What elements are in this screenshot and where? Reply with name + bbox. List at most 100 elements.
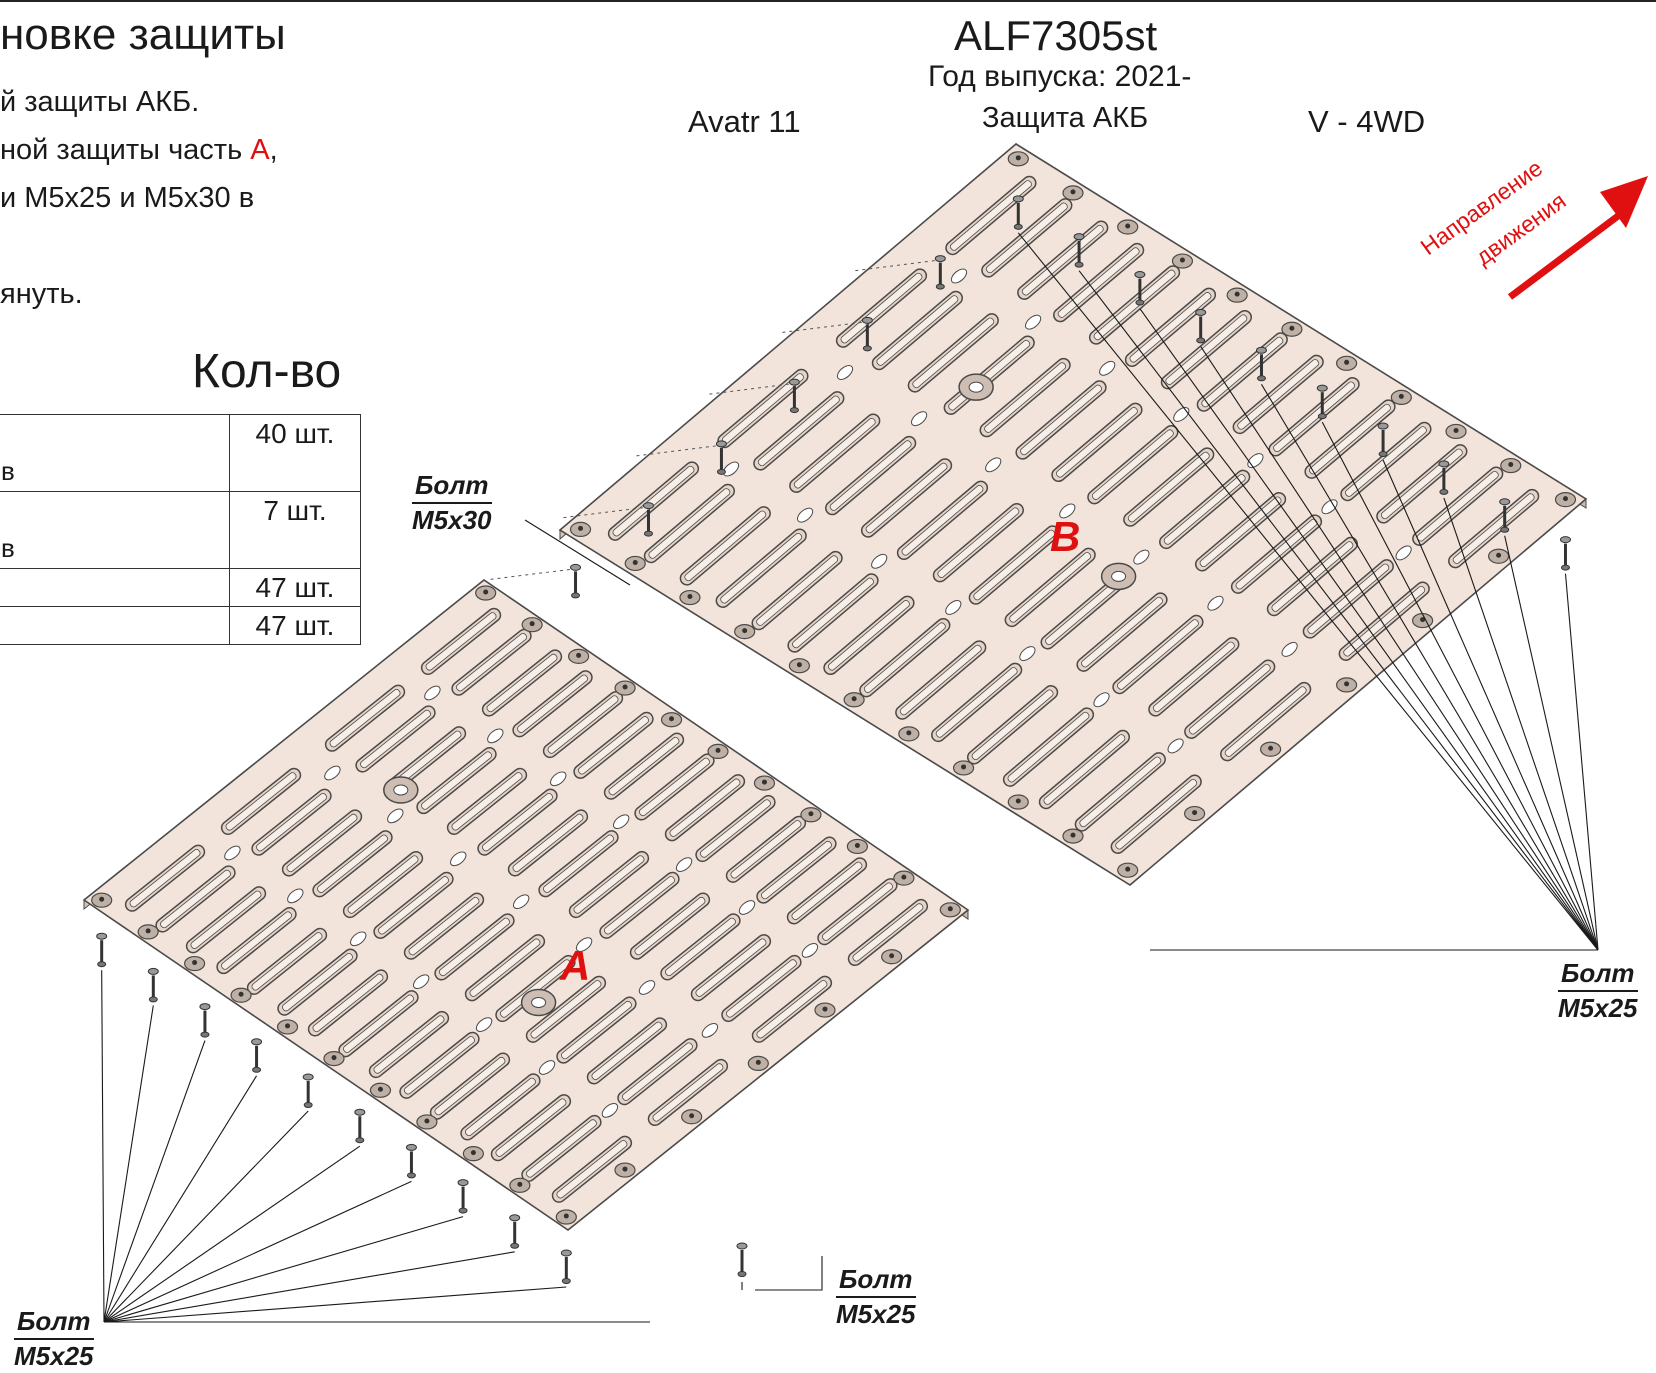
vent-slot: [1448, 488, 1540, 569]
oval-hole: [1059, 503, 1076, 519]
leader-line: [1017, 232, 1599, 951]
oval-hole: [985, 457, 1002, 473]
vent-slot: [647, 1058, 729, 1127]
vent-slot: [373, 871, 454, 939]
arrow-head-icon: [1600, 176, 1648, 228]
oval-hole: [412, 974, 430, 990]
vent-slot: [825, 435, 917, 516]
vent-slot: [896, 480, 989, 561]
vent-slot: [895, 640, 987, 720]
leader-line: [1504, 535, 1599, 951]
vent-slot: [420, 607, 502, 675]
row-label: в: [1, 533, 15, 563]
vent-slot: [307, 969, 389, 1037]
bolt-assembly: [1438, 460, 1450, 495]
vent-slot: [721, 954, 802, 1023]
washer-icon: [354, 1108, 366, 1116]
row-quantity: 47 шт.: [229, 568, 361, 607]
leader-line: [1443, 497, 1599, 951]
bolt-assembly: [147, 967, 159, 1003]
leader-line: [103, 1251, 515, 1323]
oval-hole: [1173, 406, 1190, 422]
washer-icon: [147, 967, 159, 975]
vent-slot: [859, 617, 951, 698]
vent-slot: [907, 313, 999, 393]
vent-slot: [643, 483, 735, 564]
washer-icon: [251, 1038, 263, 1046]
washer-icon: [1255, 346, 1267, 354]
bolt-assembly: [1012, 195, 1024, 230]
instruction-line-1: й защиты АКБ.: [0, 86, 200, 118]
leader-line: [1078, 270, 1599, 951]
bolt-assembly: [1195, 308, 1207, 344]
plate-surface: [82, 579, 970, 1231]
washer-icon: [1559, 536, 1571, 544]
bolt-assembly: [354, 1108, 366, 1144]
bolt-assembly: [642, 502, 654, 537]
oval-hole: [1019, 646, 1036, 662]
bolt-assembly: [1316, 384, 1328, 420]
oval-hole: [512, 894, 530, 910]
washer-icon: [1316, 384, 1328, 392]
bolt-assembly: [1377, 422, 1389, 458]
oval-hole: [1167, 738, 1184, 754]
quantity-row: в 7 шт.: [0, 491, 361, 569]
vent-slot: [477, 788, 558, 856]
vent-slot: [664, 774, 746, 842]
bolt-assembly: [1559, 536, 1571, 571]
vent-slot: [871, 290, 963, 371]
oval-hole: [350, 931, 367, 947]
vent-slot: [586, 1017, 668, 1085]
oval-hole: [601, 1103, 619, 1118]
vent-slot: [751, 975, 833, 1043]
vent-slot: [446, 767, 528, 835]
vent-slot: [1088, 265, 1181, 345]
washer-icon: [1073, 233, 1085, 241]
vent-slot: [342, 850, 424, 919]
part-a-label: A: [559, 942, 590, 989]
bolt-assembly: [1073, 233, 1085, 268]
vent-slot: [725, 815, 807, 883]
vent-slot: [525, 975, 607, 1043]
oval-hole: [801, 943, 819, 958]
row-label: в: [1, 456, 15, 486]
oval-hole: [224, 845, 241, 861]
bolt-assembly: [1499, 498, 1511, 533]
vent-slot: [1159, 469, 1251, 550]
vent-slot: [185, 886, 267, 954]
direction-arrow: [1507, 176, 1648, 300]
leader-line: [103, 1005, 154, 1323]
vent-slot: [1220, 681, 1312, 762]
quantity-row: 47 шт.: [0, 568, 361, 607]
vent-slot: [512, 670, 593, 738]
vent-slot: [538, 830, 619, 898]
vent-slot: [617, 1038, 698, 1106]
vent-slot: [324, 684, 406, 752]
vent-slot: [679, 506, 771, 586]
bolt-assembly: [302, 1073, 314, 1108]
vent-slot: [789, 413, 881, 493]
leader-line: [103, 1075, 258, 1323]
leader-line: [1382, 459, 1599, 951]
oval-hole: [738, 900, 756, 915]
vent-slot: [1123, 447, 1215, 527]
vent-slot: [1230, 514, 1323, 594]
oval-hole: [612, 814, 630, 830]
vent-slot: [1087, 424, 1179, 505]
vent-slot: [1232, 354, 1324, 435]
bolt-assembly: [560, 1249, 572, 1284]
washer-icon: [715, 440, 727, 448]
oval-hole: [1093, 692, 1110, 708]
leader-line: [103, 1216, 464, 1323]
oval-hole: [550, 771, 567, 787]
oval-hole: [424, 685, 441, 701]
vent-slot: [1051, 402, 1143, 483]
oval-hole: [871, 553, 888, 569]
vent-slot: [715, 528, 807, 608]
car-model: Avatr 11: [688, 104, 801, 139]
oval-hole: [1395, 545, 1412, 561]
oval-hole: [1133, 549, 1150, 565]
vent-slot: [660, 913, 741, 981]
